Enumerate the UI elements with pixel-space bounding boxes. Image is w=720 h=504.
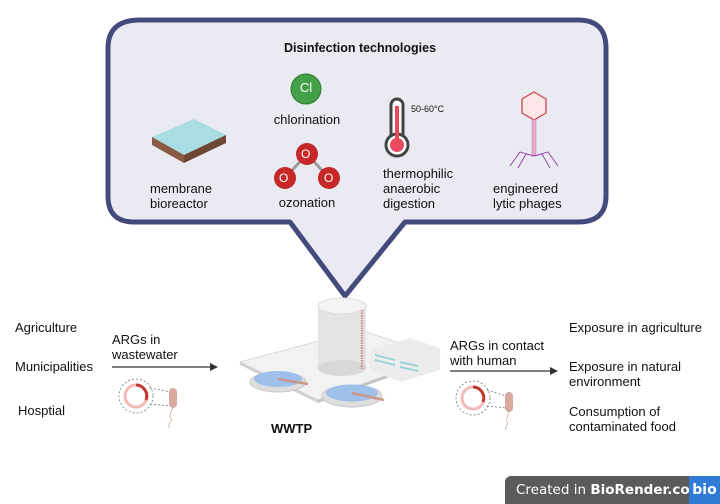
arrow-in-label: ARGs in wastewater [112,332,178,362]
ozone-o-1: O [301,147,311,161]
bacteriophage-icon [509,91,559,169]
phages-label: engineered lytic phages [493,181,562,211]
wastewater-treatment-plant-icon [238,297,442,408]
thermophilic-label: thermophilic anaerobic digestion [383,166,454,211]
bubble-title: Disinfection technologies [283,41,437,55]
exposure-agriculture: Exposure in agriculture [569,320,702,335]
chlorine-atom-icon [290,73,322,105]
arrow-in [112,363,218,371]
ozonation-label: ozonation [278,195,336,210]
watermark-text: Created in BioRender.com [516,482,704,498]
ozone-molecule-icon [274,143,340,189]
ozone-o-3: O [324,171,334,185]
bacterium-plasmid-icon-2 [455,380,513,431]
membrane-label: membrane bioreactor [150,181,213,211]
source-hospital: Hosptial [18,403,65,418]
wwtp-label: WWTP [271,421,313,436]
membrane-bioreactor-icon [152,119,226,163]
exposure-contaminated-food: Consumption of contaminated food [569,404,676,434]
arrow-out [450,367,558,375]
thermometer-icon [384,97,410,158]
source-municipalities: Municipalities [15,359,94,374]
ozone-o-2: O [279,171,289,185]
arrow-out-label: ARGs in contact with human [450,338,544,368]
chlorine-symbol: Cl [299,80,313,95]
biorender-watermark[interactable]: Created in BioRender.com bio [505,476,720,504]
chlorination-label: chlorination [273,112,341,127]
biorender-logo-icon: bio [689,476,720,504]
bacterium-plasmid-icon [118,378,177,429]
exposure-natural-environment: Exposure in natural environment [569,359,682,389]
source-agriculture: Agriculture [15,320,78,335]
temperature-range: 50-60°C [411,104,445,114]
